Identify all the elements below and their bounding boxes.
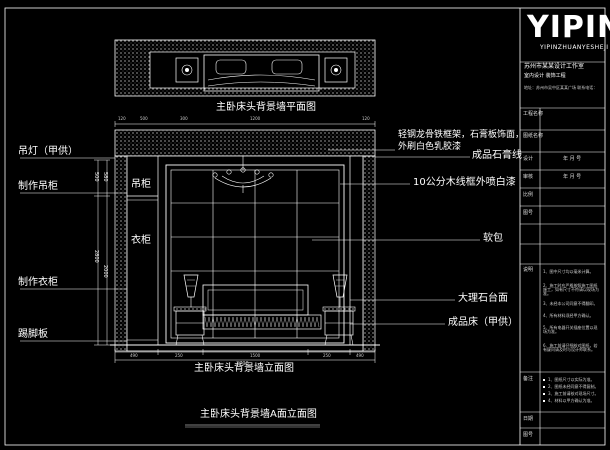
drawing-label: 图纸名称 (523, 133, 544, 139)
check-label: 审核 (523, 174, 534, 180)
dim-top-3: 300 (180, 116, 188, 121)
note-soft-pack: 软包 (483, 233, 503, 244)
notes-header: 说明 (523, 267, 534, 273)
title-block-grid (520, 61, 605, 445)
left-leaders (20, 157, 127, 342)
dim-bottom-4: 250 (323, 353, 331, 358)
note-bed: 成品床（甲供） (448, 317, 518, 328)
elevation-title: 主卧床头背景墙立面图 (194, 363, 294, 374)
check-date: 年 月 号 (563, 174, 582, 180)
note-marble: 大理石台面 (458, 293, 508, 304)
dim-vert-500: 500 (93, 172, 99, 182)
note-2: 2、施工时应严格按照施工图纸施工，如有尺寸不符请以现场为准。 (543, 283, 599, 296)
dim-bottom-5: 490 (356, 353, 364, 358)
label-wardrobe: 制作衣柜 (18, 277, 58, 288)
brand-subtitle: YIPINZHUANYESHEJI (540, 44, 609, 51)
remark-1: 1、图纸尺寸以实际为准。 (548, 377, 595, 382)
dim-top-2: 500 (140, 116, 148, 121)
scale-label: 比例 (523, 192, 534, 198)
bottom-dimension (114, 349, 376, 363)
note-1: 1、图中尺寸均以毫米计算。 (543, 269, 594, 274)
date-footer-label: 日期 (523, 416, 534, 422)
plan-title: 主卧床头背景墙平面图 (216, 102, 316, 113)
design-label: 设计 (523, 156, 534, 162)
inner-label-hanging-cabinet: 吊柜 (131, 179, 151, 190)
dim-vert-inner: 2000 (102, 265, 108, 278)
project-label: 工程名称 (523, 111, 544, 117)
sheet-no-label: 图号 (523, 210, 534, 216)
remark-2: 2、图纸未经同意不得复制。 (548, 384, 599, 389)
note-6: 6、施工前请仔细核对图纸，若有疑问请及时与设计师联系。 (543, 343, 598, 352)
outer-frame (4, 7, 606, 446)
plan-view (114, 39, 376, 97)
studio-line-2: 室内设计 装饰工程 (524, 73, 566, 79)
note-bullets (543, 379, 545, 402)
note-5: 5、所有电器开关插座位置以现场为准。 (543, 325, 598, 334)
dim-bottom-3: 1500 (250, 353, 261, 358)
label-hanging-cabinet: 制作吊柜 (18, 181, 58, 192)
brand-logo: YIPIN (527, 10, 610, 45)
dim-bottom-total: 3790 (236, 361, 249, 367)
dim-vert-total: 2800 (93, 250, 99, 263)
inner-label-wardrobe: 衣柜 (131, 235, 151, 246)
dim-top-4: 1200 (250, 116, 261, 121)
top-dimension (114, 121, 376, 127)
note-4: 4、所有材料须经甲方确认。 (543, 313, 594, 318)
design-date: 年 月 号 (563, 156, 582, 162)
right-leaders (312, 149, 480, 325)
dim-vert-580: 580 (102, 172, 108, 182)
note-keel-2: 外刷白色乳胶漆 (398, 142, 462, 152)
vertical-dimensions (94, 159, 110, 346)
note-gypsum-line: 成品石膏线 (472, 150, 522, 161)
dim-top-5: 120 (362, 116, 370, 121)
note-wood-line: 10公分木线框外喷白漆 (413, 177, 516, 188)
dim-bottom-1: 490 (130, 353, 138, 358)
studio-line-1: 苏州市某某设计工作室 (524, 63, 585, 70)
remarks-header: 备注 (523, 376, 534, 382)
remark-4: 4、材料以甲方确认为准。 (548, 398, 595, 403)
dim-bottom-2: 250 (175, 353, 183, 358)
note-3: 3、未经本公司同意不得翻印。 (543, 301, 598, 306)
sheet-footer-label: 图号 (523, 432, 534, 438)
dim-top-1: 120 (118, 116, 126, 121)
remark-3: 3、施工前请核对现场尺寸。 (548, 391, 599, 396)
label-ceiling-light: 吊灯（甲供） (18, 146, 78, 157)
note-keel-1: 轻钢龙骨铁框架，石膏板饰面， (398, 130, 525, 140)
elevation-view (110, 129, 380, 352)
label-skirting: 踢脚板 (18, 329, 48, 340)
sheet-title: 主卧床头背景墙A面立面图 (200, 409, 317, 420)
studio-address: 地址：苏州市吴中区某某广场 联系电话： (524, 85, 598, 90)
